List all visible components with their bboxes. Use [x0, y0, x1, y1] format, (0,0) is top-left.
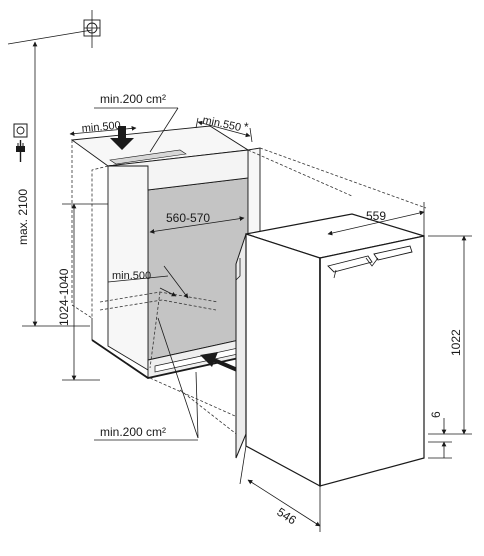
appliance-width-dimension: 559 — [327, 202, 425, 236]
top-vent-grille — [109, 149, 187, 165]
max-height-dimension: max. 2100 — [16, 41, 90, 327]
niche-hidden-lines — [99, 291, 219, 369]
bottom-vent-callout: min.200 cm² — [94, 317, 199, 441]
projection-lines — [149, 147, 427, 441]
top-gap-label: min.500 — [81, 120, 121, 135]
level-target-icon — [83, 10, 101, 48]
plinth-gap-dimension: 6 — [428, 411, 452, 459]
appliance-top-vent — [327, 245, 413, 279]
niche-width-dimension: 560-570 — [149, 211, 245, 234]
niche-height-label: 1024-1040 — [57, 268, 71, 326]
plug-icon — [16, 140, 25, 162]
top-vent-callout: min.200 cm² — [94, 92, 179, 153]
power-socket-icon — [13, 123, 28, 138]
appliance — [235, 213, 425, 488]
appliance-depth-label: 546 — [274, 505, 299, 528]
appliance-height-label: 1022 — [449, 329, 463, 356]
bottom-vent-label: min.200 cm² — [100, 425, 166, 439]
max-height-label: max. 2100 — [16, 189, 30, 245]
niche-height-dimension: 1024-1040 — [57, 203, 108, 381]
appliance-height-dimension: 1022 — [428, 235, 472, 435]
side-gap-asterisk: * — [244, 120, 249, 134]
ceiling-line — [7, 29, 93, 45]
niche-interior — [142, 177, 249, 368]
airflow-arrow-icon — [110, 126, 134, 150]
top-vent-label: min.200 cm² — [100, 92, 166, 106]
niche-width-label: 560-570 — [166, 211, 210, 225]
plinth-gap-label: 6 — [429, 411, 443, 418]
appliance-width-label: 559 — [366, 209, 386, 223]
top-gap-dimension: min.500 — [69, 120, 137, 136]
inside-gap-label: min.500 — [112, 270, 151, 282]
inside-gap-dimension: min.500 — [107, 265, 189, 299]
